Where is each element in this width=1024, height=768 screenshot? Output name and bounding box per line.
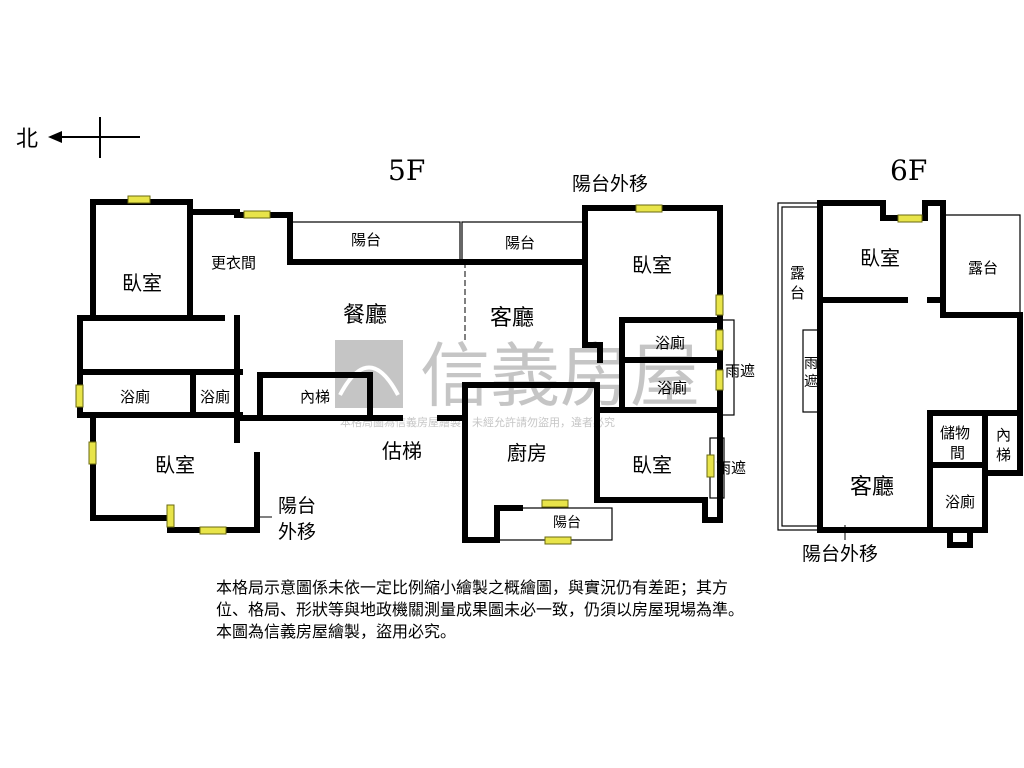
f6-storage-2: 間	[950, 444, 965, 462]
f5-kitchen: 廚房	[507, 441, 547, 465]
f6-walls	[777, 200, 1023, 548]
watermark-logo: 信義房屋 本格局圖為信義房屋繪製，未經允許請勿盜用，違者必究	[335, 335, 700, 429]
f5-dining: 餐廳	[343, 303, 387, 328]
f5-living: 客廳	[490, 306, 534, 331]
f6-bath: 浴廁	[945, 493, 975, 511]
f5-balcony-1: 陽台	[351, 231, 381, 249]
watermark-notice: 本格局圖為信義房屋繪製，未經允許請勿盜用，違者必究	[340, 415, 615, 429]
f6-storage-1: 儲物	[940, 424, 970, 442]
f5-bedroom-ne: 臥室	[632, 253, 672, 277]
f5-balcony-moved-top: 陽台外移	[572, 173, 648, 195]
f6-terrace-e: 露台	[968, 259, 998, 277]
f6-awning-1: 雨	[804, 356, 818, 372]
compass-label: 北	[16, 127, 38, 152]
f5-bedroom-sw: 臥室	[155, 453, 195, 477]
f5-balcony-moved-bottom-2: 外移	[278, 521, 316, 543]
f5-balcony-3: 陽台	[553, 515, 581, 531]
f5-bath-2: 浴廁	[200, 388, 230, 406]
f5-stairs-est: 估梯	[382, 439, 422, 463]
f5-bath-4: 浴廁	[657, 379, 687, 397]
f5-bath-1: 浴廁	[120, 388, 150, 406]
disclaimer-line: 本格局示意圖係未依一定比例縮小繪製之概繪圖，與實況仍有差距；其方	[216, 578, 729, 597]
f5-bath-3: 浴廁	[655, 334, 685, 352]
f6-balcony-moved: 陽台外移	[802, 543, 878, 565]
f6-terrace-w-2: 台	[790, 284, 805, 302]
f6-inner-stairs-1: 內	[996, 426, 1011, 444]
f6-bedroom: 臥室	[860, 246, 900, 270]
f5-bedroom-se: 臥室	[632, 453, 672, 477]
f5-balcony-moved-bottom-1: 陽台	[278, 495, 316, 517]
disclaimer-line: 本圖為信義房屋繪製，盜用必究。	[216, 622, 457, 641]
f5-closet: 更衣間	[211, 254, 256, 272]
f6-terrace-w-1: 露	[790, 264, 805, 282]
f6-inner-stairs-2: 梯	[996, 446, 1011, 464]
f6-title: 6F	[890, 154, 927, 187]
f5-windows	[75, 195, 724, 545]
f5-balcony-2: 陽台	[505, 234, 535, 252]
f5-inner-stairs: 內梯	[300, 388, 330, 406]
f5-bedroom-nw: 臥室	[122, 271, 162, 295]
disclaimer-line: 位、格局、形狀等與地政機關測量成果圖未必一致，仍須以房屋現場為準。	[216, 600, 745, 619]
f5-awning-1: 雨遮	[725, 362, 755, 380]
f6-living: 客廳	[850, 475, 894, 500]
f5-walls	[77, 199, 723, 543]
f5-title: 5F	[388, 154, 425, 187]
f6-awning-2: 遮	[804, 374, 818, 390]
disclaimer: 本格局示意圖係未依一定比例縮小繪製之概繪圖，與實況仍有差距；其方 位、格局、形狀…	[216, 577, 856, 643]
f5-awning-2: 雨遮	[716, 459, 746, 477]
north-arrow-icon	[48, 117, 140, 158]
